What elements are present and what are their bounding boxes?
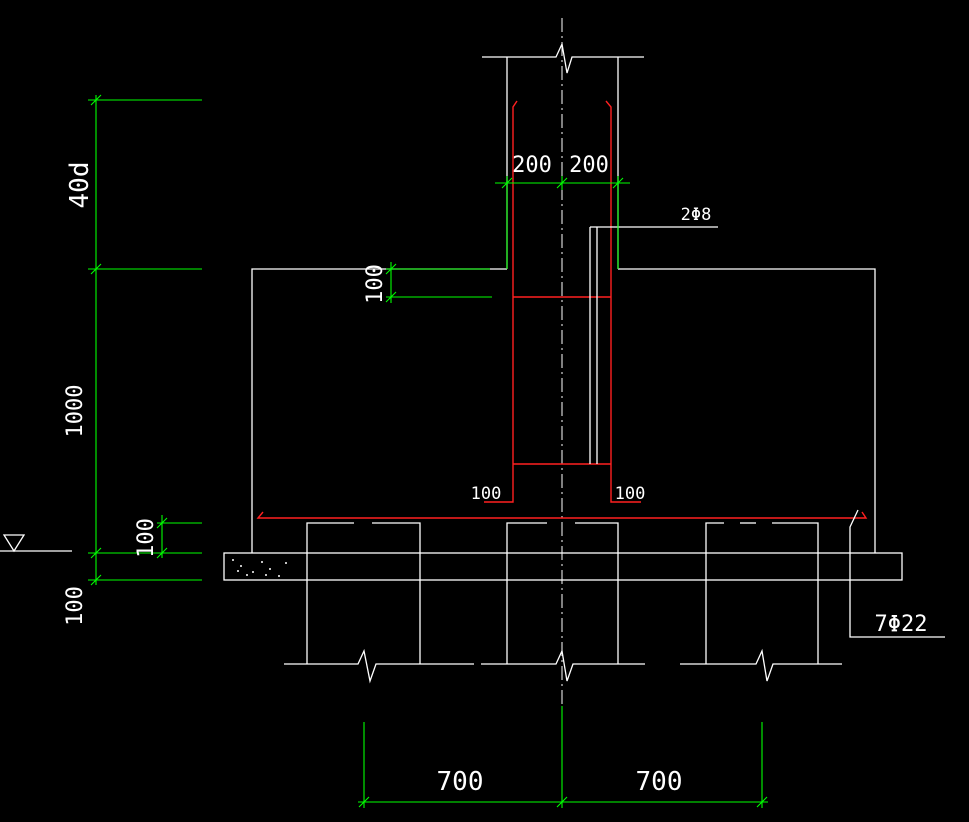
dim-haunch-label: 100	[363, 264, 388, 304]
pile-center-break-line	[481, 648, 645, 682]
dim-cover-label: 100	[134, 518, 159, 558]
main-rebar-label: 7Φ22	[875, 612, 928, 637]
bedding-slab	[223, 552, 903, 581]
hook-right-label: 100	[615, 484, 646, 504]
pile-right	[705, 522, 819, 664]
dim-spacing-right-label: 700	[636, 767, 683, 797]
reinforcement	[256, 100, 868, 519]
dim-bed-label: 100	[63, 586, 88, 626]
elevation-triangle-icon	[0, 534, 72, 553]
concrete-outline	[223, 41, 903, 684]
dim-depth-label: 1000	[63, 385, 88, 438]
dim-col-left-label: 200	[512, 153, 552, 178]
bedding-hatch	[232, 559, 287, 577]
hook-left-label: 100	[471, 484, 502, 504]
pile-left	[306, 522, 421, 664]
column-break-line	[482, 41, 644, 74]
dim-spacing-left-label: 700	[437, 767, 484, 797]
pile-center	[506, 522, 619, 664]
dimension-lines	[88, 94, 768, 808]
dim-anchorage-label: 40d	[65, 162, 95, 209]
stirrup-rebar-label: 2Φ8	[681, 205, 712, 225]
dim-col-right-label: 200	[569, 153, 609, 178]
pile-right-break-line	[680, 648, 842, 682]
pile-left-break-line	[284, 648, 474, 684]
